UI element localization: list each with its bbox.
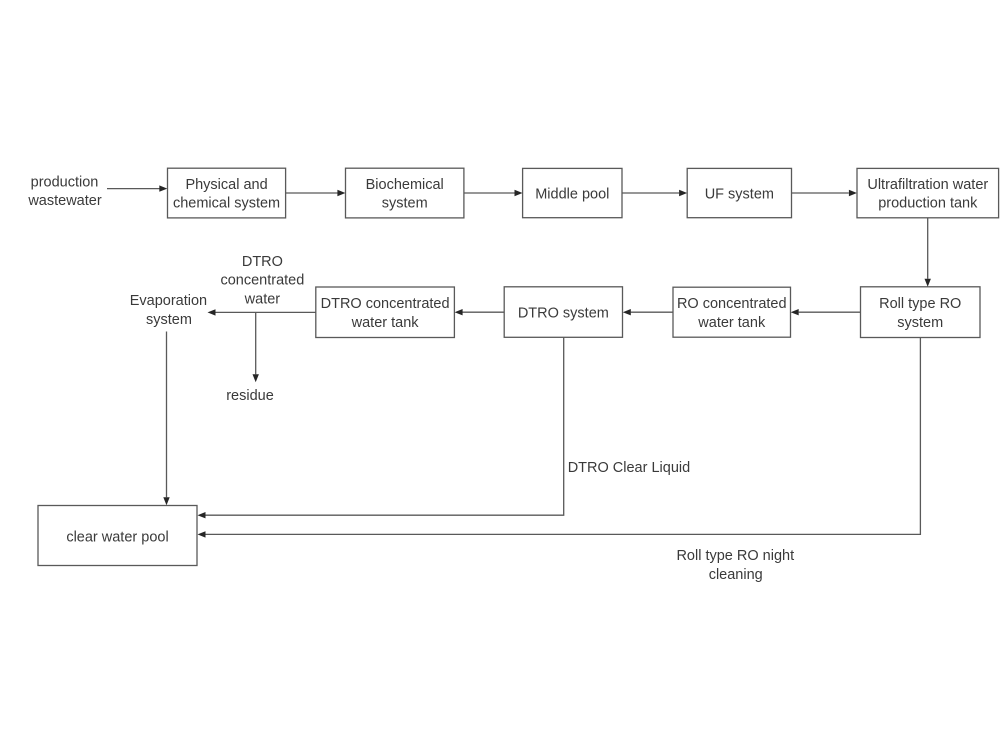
svg-text:Ultrafiltration water: Ultrafiltration water <box>867 177 988 193</box>
svg-text:Evaporation: Evaporation <box>130 293 207 309</box>
svg-text:water tank: water tank <box>697 315 766 331</box>
svg-text:RO concentrated: RO concentrated <box>677 296 787 312</box>
svg-text:DTRO: DTRO <box>242 254 283 270</box>
svg-text:Roll type RO: Roll type RO <box>879 296 961 312</box>
svg-text:concentrated: concentrated <box>220 273 304 289</box>
svg-text:residue: residue <box>226 388 274 404</box>
svg-text:DTRO concentrated: DTRO concentrated <box>321 296 450 312</box>
svg-text:clear water pool: clear water pool <box>66 529 168 545</box>
svg-text:cleaning: cleaning <box>709 567 763 583</box>
svg-text:Biochemical: Biochemical <box>366 177 444 193</box>
svg-text:Physical and: Physical and <box>185 177 267 193</box>
svg-text:chemical system: chemical system <box>173 196 280 212</box>
svg-text:Roll type RO night: Roll type RO night <box>676 548 794 564</box>
svg-text:production tank: production tank <box>878 196 978 212</box>
svg-text:production: production <box>31 174 99 190</box>
svg-text:system: system <box>146 312 192 328</box>
svg-text:system: system <box>897 315 943 331</box>
svg-text:Middle pool: Middle pool <box>535 186 609 202</box>
svg-text:water: water <box>244 292 281 308</box>
svg-text:DTRO system: DTRO system <box>518 305 609 321</box>
svg-text:DTRO Clear Liquid: DTRO Clear Liquid <box>568 460 691 476</box>
svg-text:system: system <box>382 196 428 212</box>
svg-text:water tank: water tank <box>351 315 420 331</box>
svg-text:UF system: UF system <box>705 186 774 202</box>
svg-text:wastewater: wastewater <box>27 193 102 209</box>
